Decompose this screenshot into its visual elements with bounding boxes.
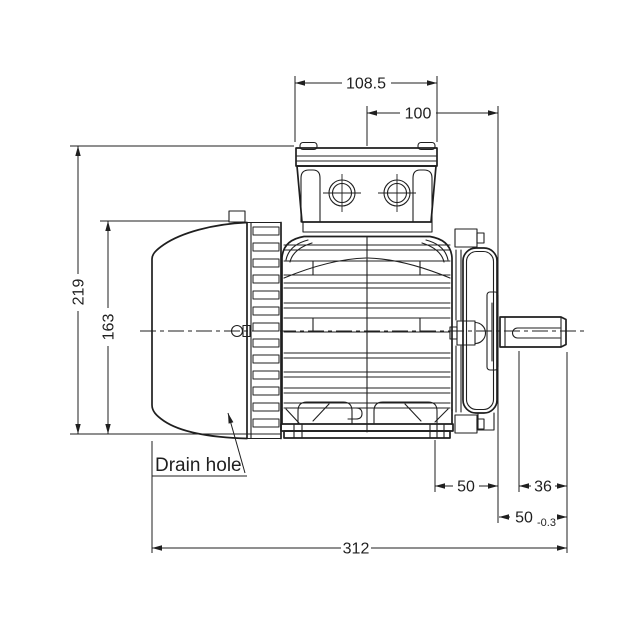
foot-slot-right [373,401,438,424]
foot-slot-left [297,401,353,425]
dimension-frame-to-shoulder: 50 [434,440,498,496]
terminal-box [295,141,438,233]
drain-hole-callout: Drain hole [152,412,247,477]
air-intake-grille [246,221,282,440]
end-shield-outline [462,247,498,414]
lid-screw-left [299,141,318,151]
dim-value-219: 219 [71,279,88,306]
end-shield-foot-lug [477,412,495,431]
base-plate-lower [283,430,451,439]
fin-pad-lower [312,317,421,333]
box-corner-post-left [300,169,321,223]
stator-body [281,235,453,433]
drain-hole-label: Drain hole [155,455,242,476]
dimension-overall-height: 219 [70,145,294,435]
dimension-overall-length: 312 [151,441,567,558]
terminal-box-body [296,165,437,223]
dim-value-50-left: 50 [457,479,475,496]
end-shield [449,228,499,434]
keyway [512,327,561,339]
terminal-box-lid [295,147,438,167]
cable-gland-right [378,174,416,212]
tie-bolt-top [454,228,478,248]
shaft [499,316,567,348]
dim-value-100: 100 [405,106,432,123]
dimension-box-center-to-shaft: 100 [366,106,499,523]
cable-gland-left [323,174,361,212]
dimension-terminal-box-width: 108.5 [294,76,438,142]
motor-feet [280,401,454,439]
lid-screw-right [417,141,436,151]
dim-value-163: 163 [101,314,118,341]
dim-tolerance: -0.3 [537,517,556,529]
bearing-spigot [486,291,499,371]
dim-value-50-shaft: 50 [515,510,533,527]
fan-cover [151,210,251,440]
dim-value-36: 36 [534,479,552,496]
dimension-cover-height: 163 [100,220,229,434]
grease-bolt [449,320,486,346]
foot-slot-notch [347,407,363,420]
tie-bolt-bottom [454,414,478,434]
dimension-keyway-length: 36 [518,351,568,553]
dim-value-312: 312 [343,541,370,558]
grille-slots [252,226,280,428]
dimension-shaft-extension: 50 -0.3 [499,510,567,529]
terminal-box-base [302,221,433,233]
dim-value-108-5: 108.5 [346,76,386,93]
fan-cover-top-boss [228,210,246,223]
box-corner-post-right [412,169,433,223]
fin-pad-upper [312,260,421,276]
